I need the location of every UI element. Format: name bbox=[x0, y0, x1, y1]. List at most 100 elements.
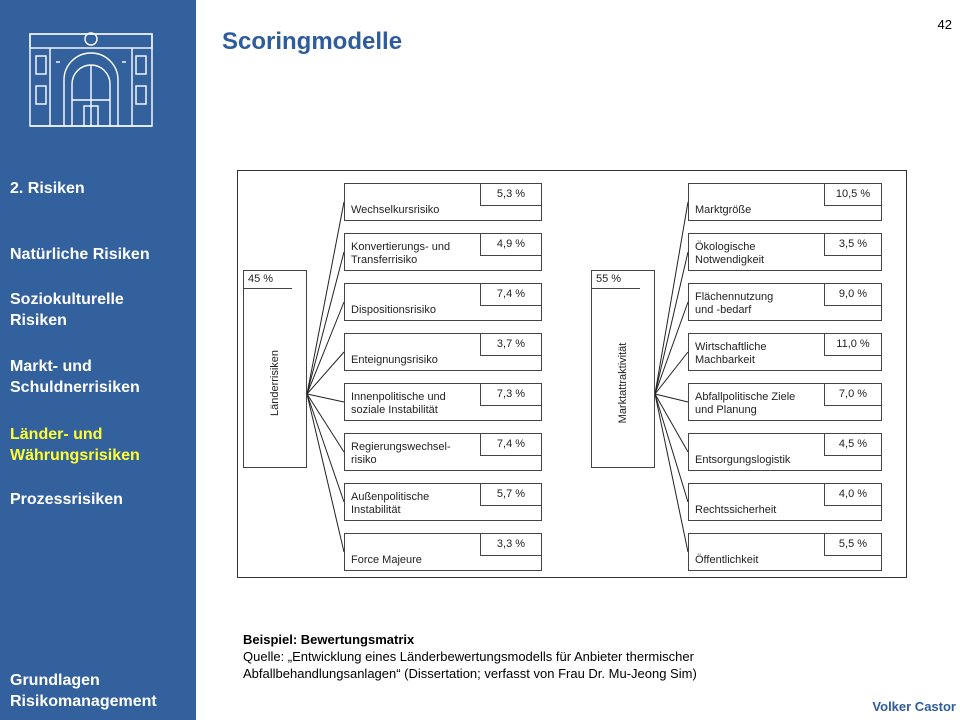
factor-label-line: Notwendigkeit bbox=[695, 254, 765, 266]
factor-label-line: soziale Instabilität bbox=[351, 404, 438, 416]
connector-line bbox=[306, 251, 345, 395]
building-logo-icon bbox=[29, 32, 153, 127]
factor-label-line: Regierungswechsel- bbox=[351, 441, 451, 453]
caption-title: Beispiel: Bewertungsmatrix bbox=[243, 632, 415, 647]
factor-box: Enteignungsrisiko 3,7 % bbox=[344, 333, 542, 371]
connector-line bbox=[654, 393, 689, 453]
factor-label-line: und Planung bbox=[695, 404, 757, 416]
main-label-right: Marktattraktivität bbox=[617, 342, 629, 424]
factor-label: Öffentlichkeit bbox=[695, 554, 758, 567]
factor-percent: 10,5 % bbox=[824, 183, 882, 206]
factor-label-line: Wirtschaftliche bbox=[695, 341, 767, 353]
page-number: 42 bbox=[937, 17, 952, 32]
factor-percent: 7,4 % bbox=[480, 283, 542, 306]
sidebar-item-label: Soziokulturelle bbox=[10, 291, 124, 308]
factor-label-line: risiko bbox=[351, 454, 377, 466]
main-box-left: 45 % Länderrisiken bbox=[243, 270, 307, 468]
factor-percent: 5,5 % bbox=[824, 533, 882, 556]
factor-label: Force Majeure bbox=[351, 554, 422, 567]
connector-line bbox=[306, 201, 345, 395]
factor-label: Marktgröße bbox=[695, 204, 751, 217]
factor-percent: 11,0 % bbox=[824, 333, 882, 356]
caption-line: Abfallbehandlungsanlagen“ (Dissertation;… bbox=[243, 666, 697, 681]
sidebar-item[interactable]: Natürliche Risiken bbox=[10, 244, 194, 265]
connector-line bbox=[306, 351, 345, 395]
factor-label-line: Enteignungsrisiko bbox=[351, 354, 438, 366]
factor-label-line: Innenpolitische und bbox=[351, 391, 446, 403]
main-percent-right: 55 % bbox=[592, 271, 640, 289]
sidebar-item-label: Länder- und bbox=[10, 426, 103, 443]
factor-label-line: Ökologische bbox=[695, 241, 756, 253]
factor-label-line: Entsorgungslogistik bbox=[695, 454, 791, 466]
sidebar-item-label: Natürliche Risiken bbox=[10, 246, 150, 263]
factor-box: Regierungswechsel-risiko 7,4 % bbox=[344, 433, 542, 471]
factor-label-line: Force Majeure bbox=[351, 554, 422, 566]
sidebar-item-label: Risiken bbox=[10, 312, 67, 329]
sidebar-item[interactable]: 2. Risiken bbox=[10, 178, 194, 199]
factor-percent: 5,3 % bbox=[480, 183, 542, 206]
factor-label: Entsorgungslogistik bbox=[695, 454, 790, 467]
factor-label: Regierungswechsel-risiko bbox=[351, 441, 451, 467]
connector-line bbox=[306, 393, 345, 503]
connector-line bbox=[306, 393, 345, 403]
connector-line bbox=[654, 393, 689, 503]
page-title: Scoringmodelle bbox=[222, 28, 403, 55]
main-label-left: Länderrisiken bbox=[269, 349, 281, 417]
factor-label-line: Instabilität bbox=[351, 504, 401, 516]
factor-percent: 4,0 % bbox=[824, 483, 882, 506]
factor-percent: 9,0 % bbox=[824, 283, 882, 306]
factor-percent: 3,7 % bbox=[480, 333, 542, 356]
caption: Beispiel: Bewertungsmatrix Quelle: „Entw… bbox=[243, 631, 863, 682]
sidebar-item-label: Prozessrisiken bbox=[10, 491, 123, 508]
factor-label-line: Außenpolitische bbox=[351, 491, 430, 503]
sidebar-item-label: 2. Risiken bbox=[10, 180, 85, 197]
factor-label: Enteignungsrisiko bbox=[351, 354, 438, 367]
factor-percent: 7,4 % bbox=[480, 433, 542, 456]
sidebar-item[interactable]: Prozessrisiken bbox=[10, 489, 194, 510]
factor-label-line: Öffentlichkeit bbox=[695, 554, 759, 566]
sidebar-footer: Grundlagen Risikomanagement bbox=[10, 670, 194, 712]
factor-label: Rechtssicherheit bbox=[695, 504, 776, 517]
connector-line bbox=[654, 251, 689, 395]
connector-line bbox=[654, 301, 689, 395]
factor-label-line: und -bedarf bbox=[695, 304, 752, 316]
connector-line bbox=[654, 393, 689, 403]
factor-box: Öffentlichkeit 5,5 % bbox=[688, 533, 882, 571]
factor-label-line: Abfallpolitische Ziele bbox=[695, 391, 796, 403]
factor-percent: 3,5 % bbox=[824, 233, 882, 256]
factor-box: Wechselkursrisiko 5,3 % bbox=[344, 183, 542, 221]
factor-label-line: Wechselkursrisiko bbox=[351, 204, 440, 216]
factor-percent: 7,3 % bbox=[480, 383, 542, 406]
connector-line bbox=[306, 393, 345, 553]
factor-label-line: Dispositionsrisiko bbox=[351, 304, 436, 316]
factor-box: Rechtssicherheit 4,0 % bbox=[688, 483, 882, 521]
factor-label-line: Rechtssicherheit bbox=[695, 504, 777, 516]
connector-line bbox=[654, 201, 689, 395]
scoring-diagram: 45 % Länderrisiken 55 % Marktattraktivit… bbox=[237, 170, 907, 578]
factor-label-line: Konvertierungs- und bbox=[351, 241, 451, 253]
factor-label: Wechselkursrisiko bbox=[351, 204, 439, 217]
factor-percent: 5,7 % bbox=[480, 483, 542, 506]
factor-label-line: Machbarkeit bbox=[695, 354, 755, 366]
sidebar-footer-line: Grundlagen bbox=[10, 672, 100, 689]
factor-label-line: Transferrisiko bbox=[351, 254, 418, 266]
sidebar-item-label: Markt- und bbox=[10, 358, 92, 375]
factor-percent: 3,3 % bbox=[480, 533, 542, 556]
factor-percent: 4,9 % bbox=[480, 233, 542, 256]
factor-label: Dispositionsrisiko bbox=[351, 304, 436, 317]
